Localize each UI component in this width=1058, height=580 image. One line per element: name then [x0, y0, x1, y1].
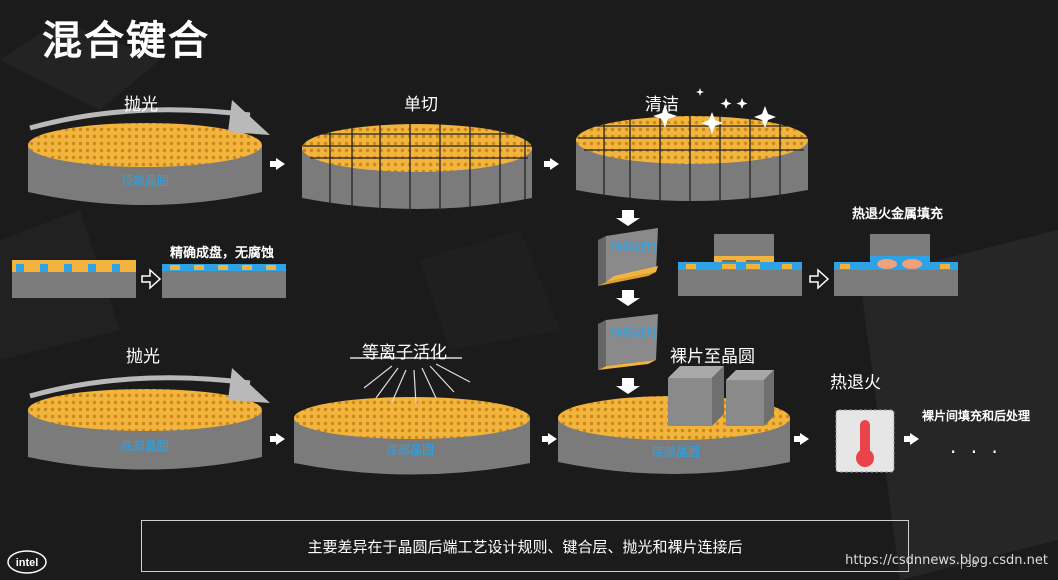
thermometer-icon	[835, 409, 895, 473]
rotation-arrowhead-icon	[228, 100, 270, 135]
cleaned-wafer-surface	[576, 116, 808, 164]
plasma-activation-step	[294, 357, 530, 475]
arrow-right-icon	[276, 158, 285, 170]
summary-note: 主要差异在于晶圆后端工艺设计规则、键合层、抛光和裸片连接后	[141, 520, 909, 572]
arrow-right-icon	[550, 158, 559, 170]
page-title: 混合键合	[42, 18, 210, 64]
bottom-wafer-3-label: 底部晶圆	[651, 445, 701, 459]
rotation-arrow-curve	[29, 107, 251, 131]
label-die-to-wafer: 裸片至晶圆	[670, 347, 755, 367]
hollow-arrow-right-icon	[141, 268, 162, 290]
label-anneal: 热退火	[830, 373, 881, 393]
bottom-wafer-2-label: 底部晶圆	[385, 443, 435, 457]
arrow-down-icon	[616, 210, 640, 226]
label-gap-fill: 裸片间填充和后处理	[922, 409, 1031, 423]
label-polish-top: 抛光	[124, 95, 158, 115]
sparkle-icon	[653, 88, 776, 134]
dicing-lines	[303, 124, 532, 214]
cross-section-after	[162, 264, 286, 298]
top-wafer-label: 顶部晶圆	[120, 174, 170, 188]
top-wafer-polish-step	[28, 100, 270, 205]
arrow-down-icon	[616, 378, 640, 394]
bottom-wafer-polish-step	[28, 368, 270, 470]
top-die-1	[598, 228, 658, 286]
page-number: | 38	[960, 560, 978, 570]
cross-section-before	[12, 260, 136, 298]
plasma-rays	[363, 363, 471, 405]
top-die-2	[598, 314, 658, 370]
bonded-die-1	[668, 366, 724, 426]
label-dice: 单切	[404, 95, 438, 115]
label-plasma: 等离子活化	[362, 343, 447, 363]
intel-logo-icon: intel	[7, 550, 47, 574]
ellipsis: · · ·	[950, 440, 1002, 464]
bottom-wafer-1-label: 底部晶圆	[120, 439, 170, 453]
svg-text:intel: intel	[16, 557, 39, 569]
label-anneal-fill: 热退火金属填充	[852, 207, 944, 222]
label-clean: 清洁	[645, 95, 679, 115]
source-url: https://csdnnews.blog.csdn.net	[845, 553, 1048, 568]
arrow-right-icon-stem	[270, 161, 277, 167]
top-die-1-label: 顶部裸片	[609, 240, 659, 254]
diced-wafer-surface	[302, 124, 532, 172]
label-polish-bottom: 抛光	[126, 347, 160, 367]
arrow-right-icon	[910, 433, 919, 445]
hollow-arrow-right-icon	[809, 268, 830, 290]
diced-wafer-step	[302, 124, 532, 214]
bonded-cross-section	[678, 234, 802, 296]
arrow-right-icon	[548, 433, 557, 445]
arrow-right-icon	[800, 433, 809, 445]
top-die-2-label: 顶部裸片	[609, 326, 659, 340]
top-wafer-surface	[28, 123, 262, 167]
arrow-right-icon	[276, 433, 285, 445]
annealed-cross-section	[834, 234, 958, 296]
bonded-die-2	[726, 370, 774, 426]
die-to-wafer-step	[558, 366, 790, 474]
cleaned-wafer-step	[576, 88, 808, 206]
label-precision: 精确成盘，无腐蚀	[170, 246, 275, 261]
arrow-down-icon	[616, 290, 640, 306]
rotation-arrowhead-icon	[228, 368, 270, 403]
